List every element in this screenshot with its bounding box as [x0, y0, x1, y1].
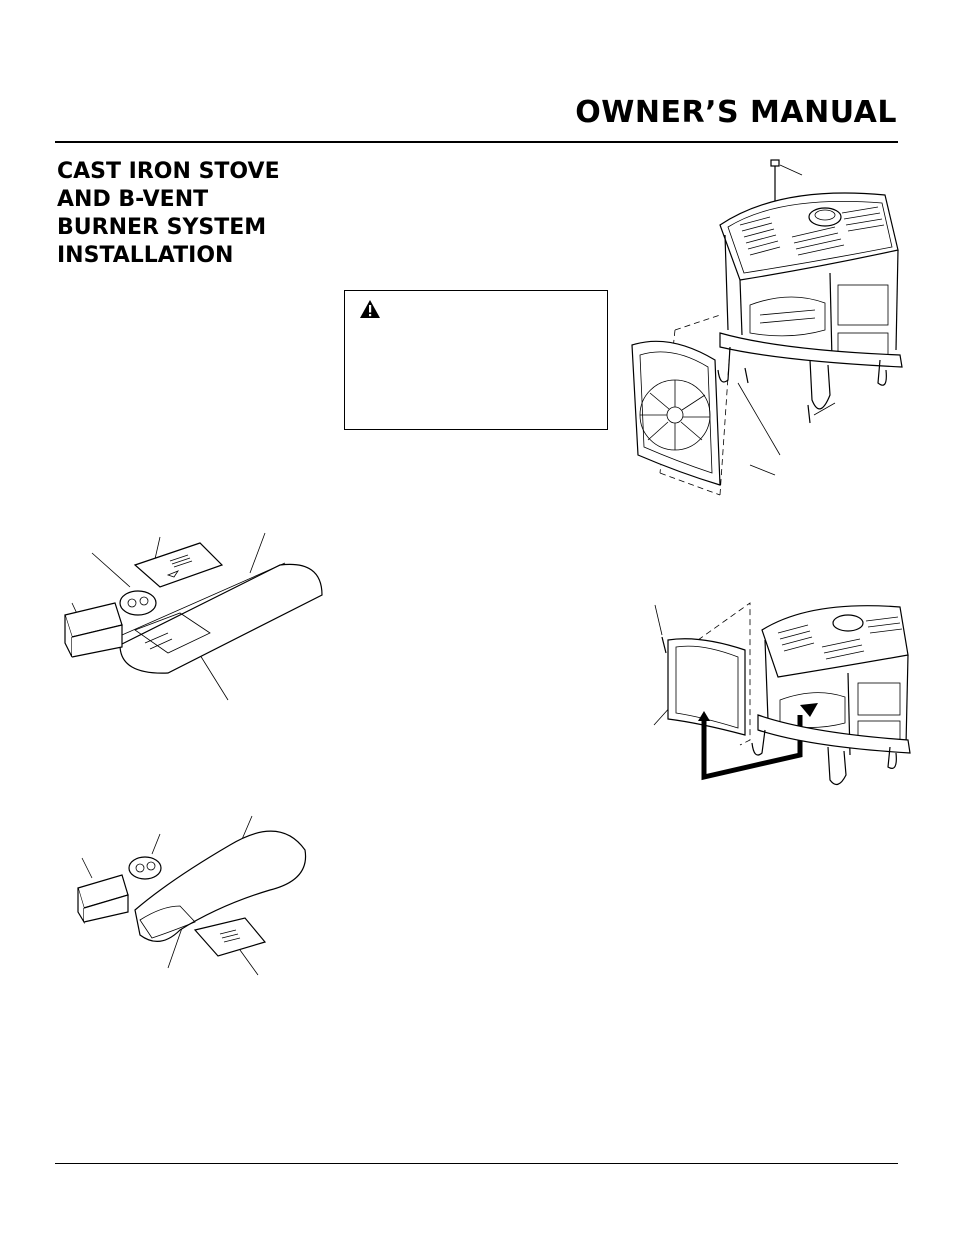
remote-transmitter-figure-1: [64, 532, 323, 701]
section-title-line-3: BURNER SYSTEM: [57, 215, 267, 240]
warning-box: [344, 290, 608, 430]
section-title-line-1: CAST IRON STOVE: [57, 159, 280, 184]
section-title-line-2: AND B-VENT: [57, 187, 209, 212]
footer-rule: [55, 1163, 898, 1164]
stove-glass-frame-figure: [653, 602, 911, 786]
page-header-title: OWNER’S MANUAL: [575, 95, 897, 130]
warning-triangle-icon: [360, 300, 380, 318]
section-title: CAST IRON STOVE AND B-VENT BURNER SYSTEM…: [57, 158, 327, 270]
header-rule: [55, 141, 898, 143]
stove-front-panel-figure: [631, 159, 903, 496]
section-title-line-4: INSTALLATION: [57, 243, 234, 268]
remote-transmitter-figure-2: [77, 815, 307, 976]
